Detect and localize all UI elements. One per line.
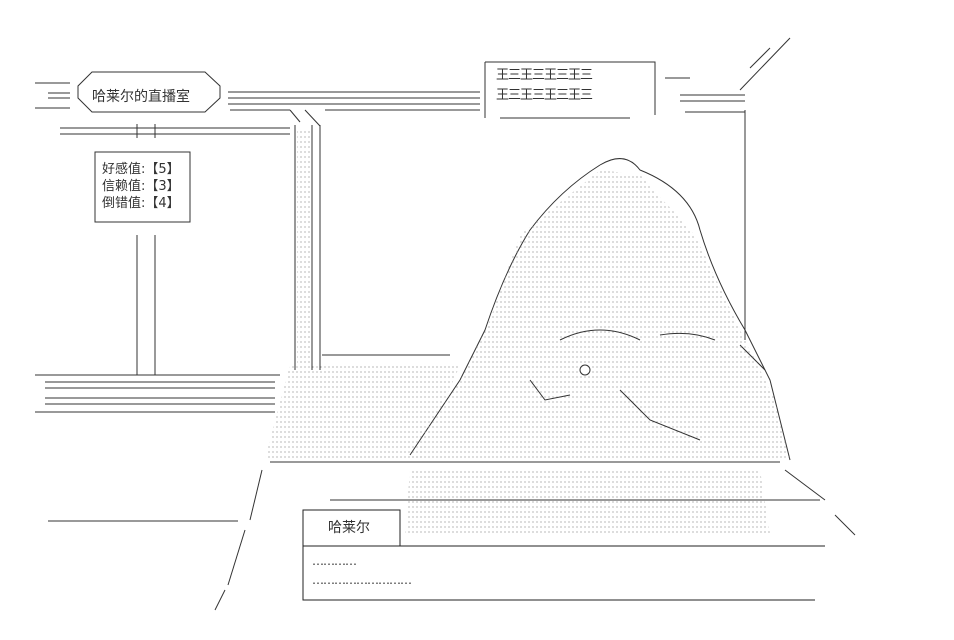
pillar-dots	[297, 130, 311, 365]
cloak-dots	[265, 365, 460, 460]
robe-dots	[405, 470, 770, 535]
dialog-line: …………	[312, 554, 357, 568]
figure-dots	[410, 170, 790, 460]
dialog-line: ………………………	[312, 573, 412, 587]
speaker-name: 哈莱尔	[328, 520, 370, 536]
stream-room-title: 哈莱尔的直播室	[92, 89, 190, 105]
speaker-frame	[302, 509, 401, 547]
stats-frame	[94, 151, 191, 223]
stat-affection: 好感值:【5】	[102, 162, 180, 177]
stat-perversion: 倒错值:【4】	[102, 196, 180, 211]
banner-row: 王三王三王三王三	[496, 68, 593, 83]
banner-row: 王三王三王三王三	[496, 88, 593, 103]
stats-panel: 好感值:【5】 信赖值:【3】 倒错值:【4】	[102, 161, 180, 212]
title-frame	[77, 71, 221, 113]
stat-trust: 信赖值:【3】	[102, 179, 180, 194]
